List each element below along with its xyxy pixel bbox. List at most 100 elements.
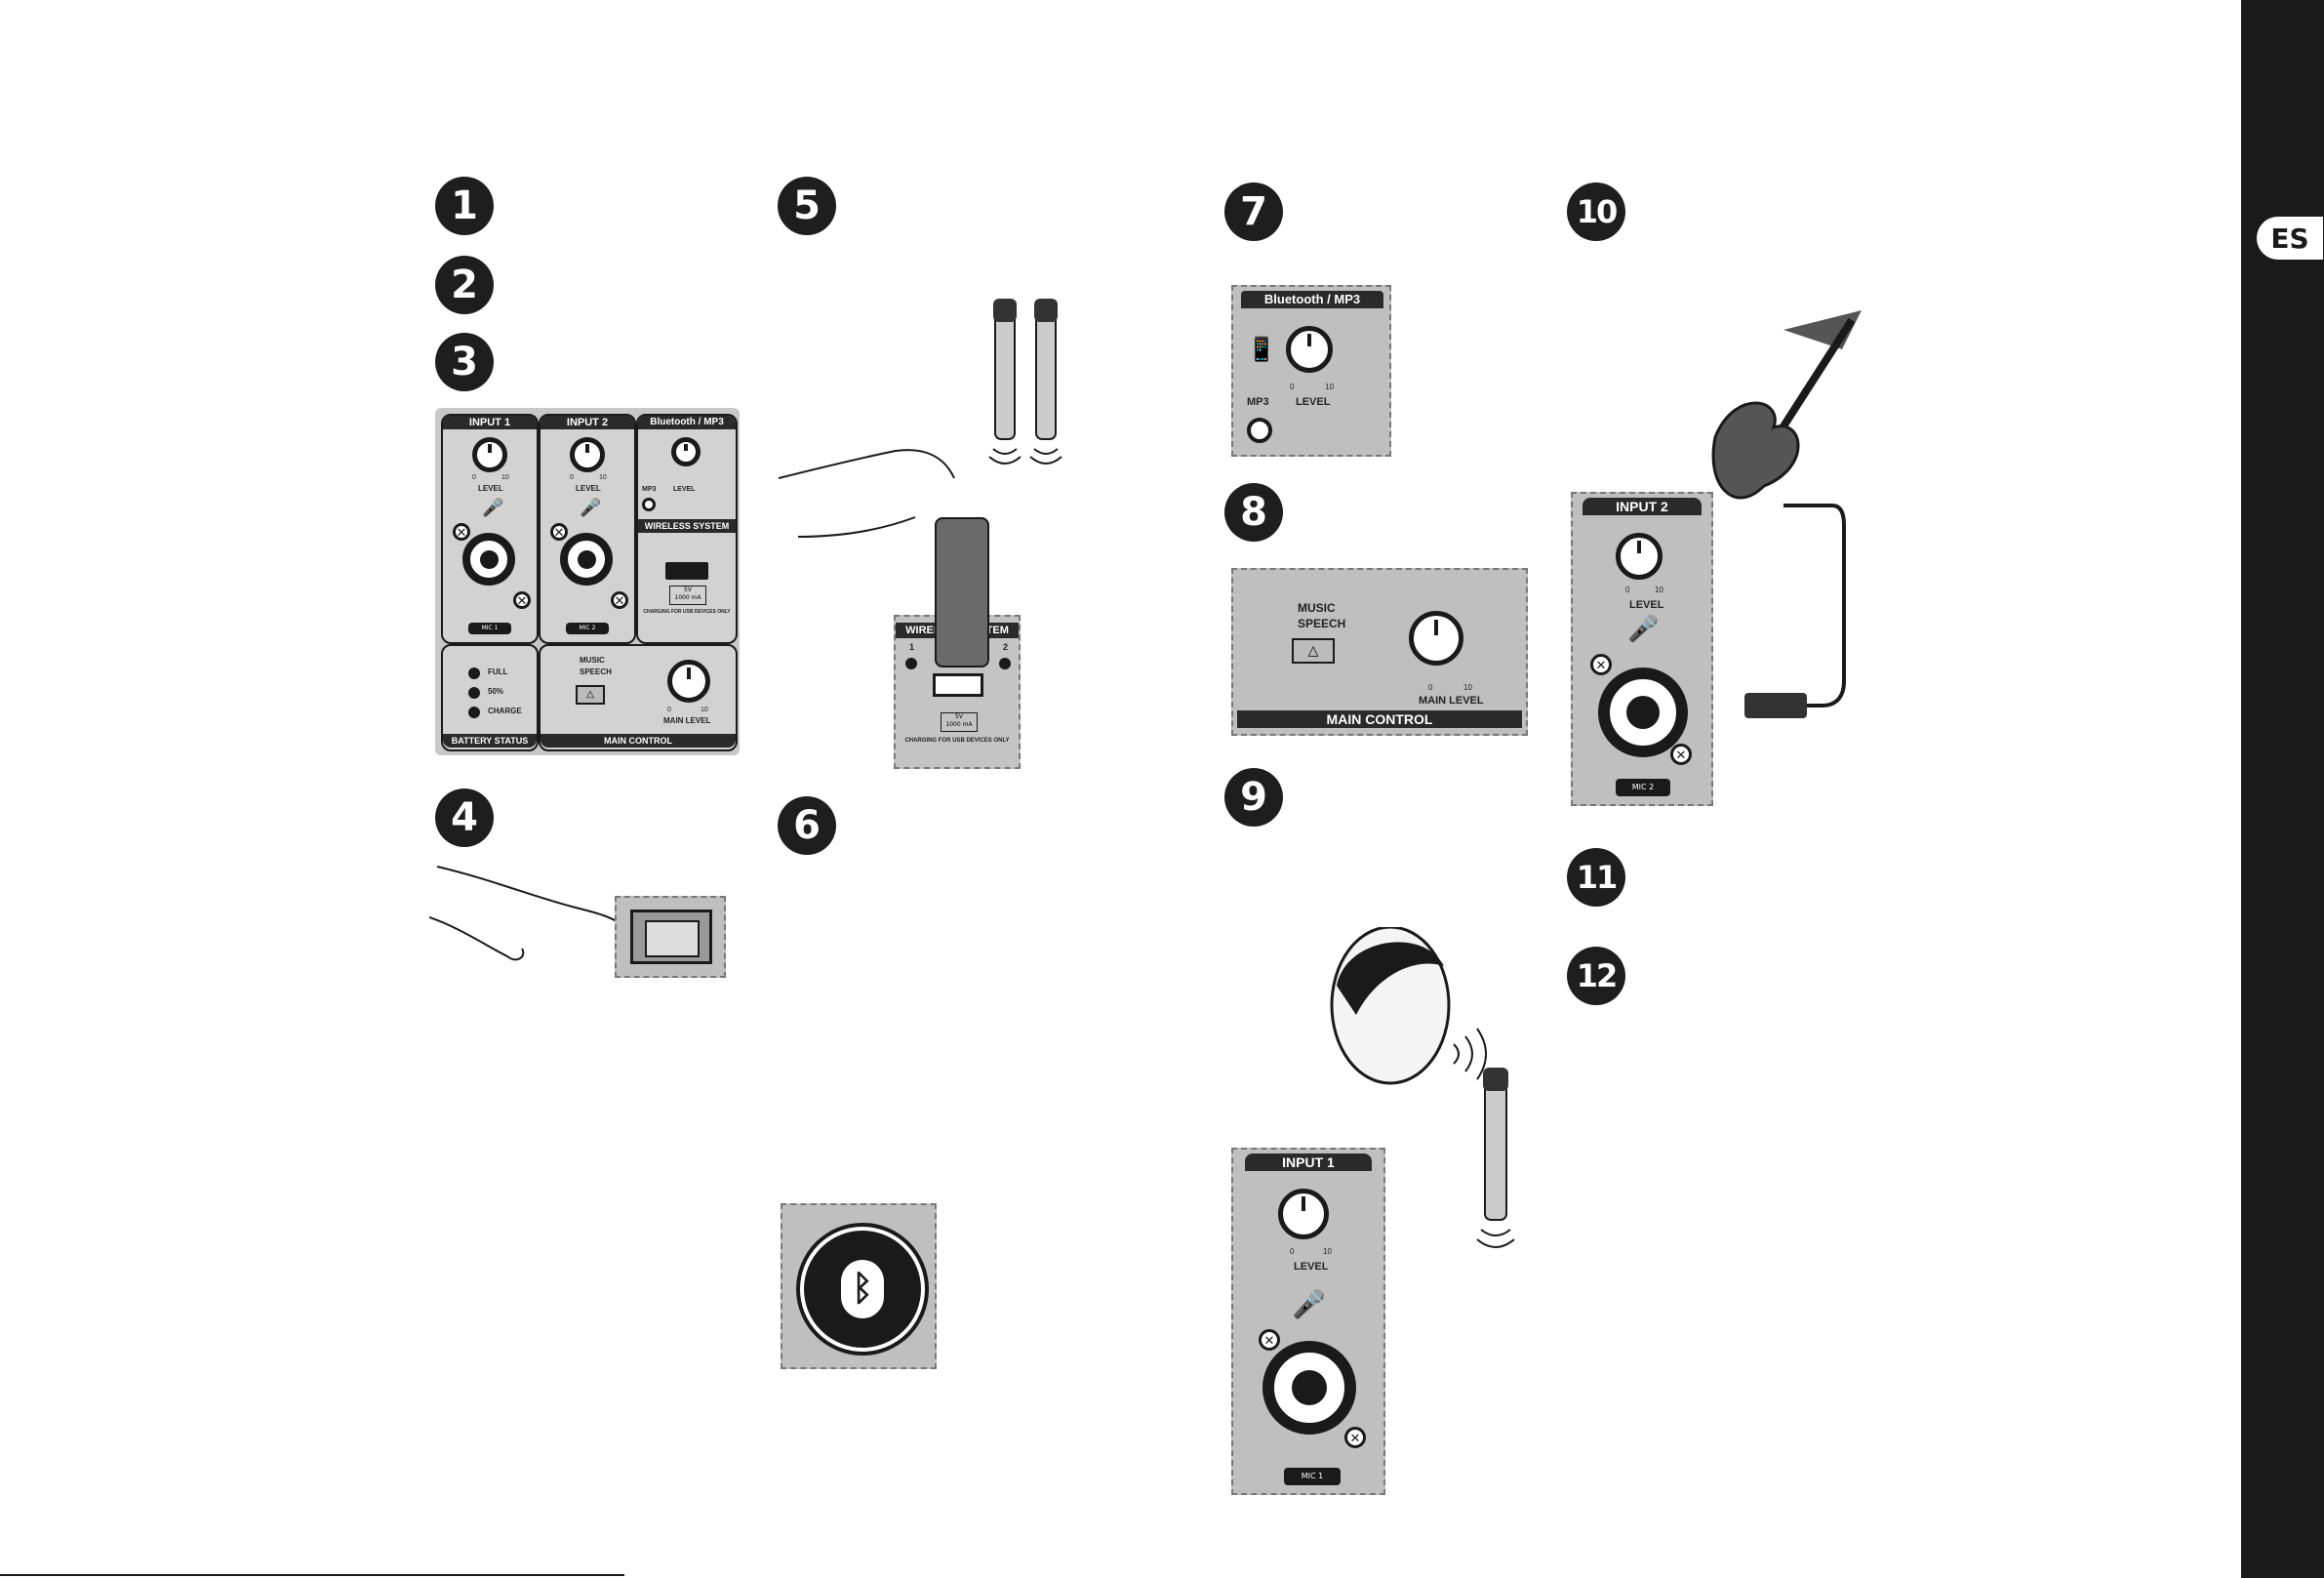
tick-max: 10 bbox=[1655, 586, 1663, 594]
music-label: MUSIC bbox=[1298, 601, 1336, 615]
step-number-5: 5 bbox=[778, 177, 836, 235]
level-label: LEVEL bbox=[576, 484, 601, 493]
battery-led bbox=[468, 687, 480, 699]
bt-level-knob[interactable] bbox=[1286, 326, 1333, 373]
main-level-knob[interactable] bbox=[1409, 611, 1463, 666]
step-number-9: 9 bbox=[1224, 768, 1283, 827]
input2-title: INPUT 2 bbox=[541, 416, 634, 429]
tick-min: 0 bbox=[472, 474, 476, 481]
main-control-panel: MUSIC SPEECH △ 0 10 MAIN LEVEL MAIN CONT… bbox=[1231, 568, 1528, 736]
main-control-title: MAIN CONTROL bbox=[541, 734, 736, 748]
phone-icon: 📱 bbox=[1247, 336, 1276, 363]
battery-full: FULL bbox=[488, 668, 508, 676]
mp3-jack[interactable] bbox=[642, 498, 656, 511]
input1-section: INPUT 1 0 10 LEVEL 🎤 ✕ ✕ MIC 1 bbox=[441, 414, 539, 644]
main-level-label: MAIN LEVEL bbox=[663, 716, 711, 725]
bluetooth-button[interactable]: ᛒ bbox=[800, 1227, 925, 1352]
tick-max: 10 bbox=[599, 474, 607, 481]
bt-mp3-panel: Bluetooth / MP3 📱 0 10 MP3 LEVEL bbox=[1231, 285, 1391, 457]
language-tab[interactable]: ES bbox=[2257, 217, 2323, 260]
power-rocker[interactable] bbox=[645, 920, 700, 957]
input1-title: INPUT 1 bbox=[1245, 1153, 1372, 1171]
main-level-knob[interactable] bbox=[667, 660, 710, 703]
input2-xlr-jack[interactable] bbox=[560, 533, 613, 586]
level-label: LEVEL bbox=[478, 484, 503, 493]
battery-led bbox=[468, 707, 480, 718]
input1-xlr-jack[interactable] bbox=[462, 533, 515, 586]
battery-led bbox=[468, 668, 480, 679]
input2-xlr-jack[interactable] bbox=[1598, 668, 1688, 757]
input2-title: INPUT 2 bbox=[1583, 498, 1702, 515]
mp3-jack[interactable] bbox=[1247, 418, 1272, 443]
tick-max: 10 bbox=[701, 707, 708, 713]
battery-section: FULL 50% CHARGE BATTERY STATUS bbox=[441, 644, 539, 751]
screw-icon: ✕ bbox=[1259, 1329, 1280, 1351]
input2-level-knob[interactable] bbox=[1616, 533, 1663, 580]
control-panel-overview: INPUT 1 0 10 LEVEL 🎤 ✕ ✕ MIC 1 INPUT 2 0… bbox=[435, 408, 740, 755]
mic1-badge: MIC 1 bbox=[1284, 1468, 1341, 1485]
main-level-label: MAIN LEVEL bbox=[1419, 695, 1484, 707]
battery-50: 50% bbox=[488, 687, 504, 696]
mic-guitar-icon: 🎤 bbox=[580, 498, 602, 518]
mic-guitar-icon: 🎤 bbox=[1627, 615, 1660, 644]
usb-volt: 5V bbox=[955, 713, 963, 720]
usb-note: CHARGING FOR USB DEVICES ONLY bbox=[904, 738, 1010, 744]
bluetooth-button-panel: ᛒ bbox=[781, 1203, 937, 1369]
footer-rule bbox=[0, 1574, 624, 1576]
input1-level-knob[interactable] bbox=[1278, 1189, 1329, 1239]
input1-xlr-jack[interactable] bbox=[1262, 1341, 1356, 1435]
channel-led bbox=[999, 658, 1011, 669]
tick-min: 0 bbox=[1428, 683, 1433, 692]
bt-wireless-section: Bluetooth / MP3 MP3 LEVEL WIRELESS SYSTE… bbox=[636, 414, 738, 644]
tick-min: 0 bbox=[1290, 383, 1295, 391]
screw-icon: ✕ bbox=[1344, 1427, 1366, 1448]
usb-port[interactable] bbox=[933, 673, 983, 697]
tick-max: 10 bbox=[1323, 1247, 1332, 1256]
bt-title: Bluetooth / MP3 bbox=[1241, 291, 1383, 308]
usb-current: 1000 mA bbox=[674, 594, 701, 601]
music-speech-button[interactable]: △ bbox=[1292, 638, 1335, 664]
screw-icon: ✕ bbox=[1670, 744, 1692, 765]
usb-receiver-dongle[interactable] bbox=[935, 517, 989, 668]
usb-port[interactable] bbox=[665, 562, 708, 580]
input2-level-knob[interactable] bbox=[570, 437, 605, 472]
input1-title: INPUT 1 bbox=[443, 416, 537, 429]
channel-2: 2 bbox=[1003, 642, 1009, 652]
usb-volt: 5V bbox=[684, 587, 692, 593]
tick-max: 10 bbox=[1325, 383, 1334, 391]
wireless-mics-illustration bbox=[988, 299, 1062, 465]
mic-guitar-icon: 🎤 bbox=[1292, 1288, 1326, 1320]
tick-min: 0 bbox=[570, 474, 574, 481]
usb-current: 1000 mA bbox=[945, 721, 973, 728]
hand-pointing-illustration bbox=[429, 866, 625, 961]
mic2-badge: MIC 2 bbox=[1616, 779, 1670, 796]
main-control-section: MUSIC SPEECH △ 0 10 MAIN LEVEL MAIN CONT… bbox=[539, 644, 738, 751]
screw-icon: ✕ bbox=[453, 523, 470, 541]
tick-min: 0 bbox=[667, 707, 671, 713]
usb-note: CHARGING FOR USB DEVICES ONLY bbox=[643, 609, 731, 615]
person-speaking-illustration bbox=[1330, 927, 1515, 1248]
screw-icon: ✕ bbox=[513, 591, 531, 609]
main-control-title: MAIN CONTROL bbox=[1237, 710, 1522, 728]
tick-min: 0 bbox=[1290, 1247, 1295, 1256]
step-number-7: 7 bbox=[1224, 182, 1283, 241]
power-switch-panel bbox=[615, 896, 726, 978]
level-label: LEVEL bbox=[1629, 599, 1664, 611]
bluetooth-icon: ᛒ bbox=[841, 1260, 884, 1318]
music-speech-button[interactable]: △ bbox=[576, 685, 605, 705]
input1-level-knob[interactable] bbox=[472, 437, 507, 472]
power-switch[interactable] bbox=[630, 910, 712, 964]
wireless-title: WIRELESS SYSTEM bbox=[638, 519, 736, 533]
speech-label: SPEECH bbox=[1298, 617, 1346, 630]
level-label: LEVEL bbox=[1296, 396, 1331, 408]
channel-1: 1 bbox=[909, 642, 915, 652]
screw-icon: ✕ bbox=[550, 523, 568, 541]
bt-level-knob[interactable] bbox=[671, 437, 701, 466]
mp3-label: MP3 bbox=[642, 486, 657, 493]
input2-section: INPUT 2 0 10 LEVEL 🎤 ✕ ✕ MIC 2 bbox=[539, 414, 636, 644]
tick-max: 10 bbox=[1463, 683, 1472, 692]
screw-icon: ✕ bbox=[1590, 654, 1612, 675]
hand-inserting-illustration bbox=[779, 449, 955, 538]
